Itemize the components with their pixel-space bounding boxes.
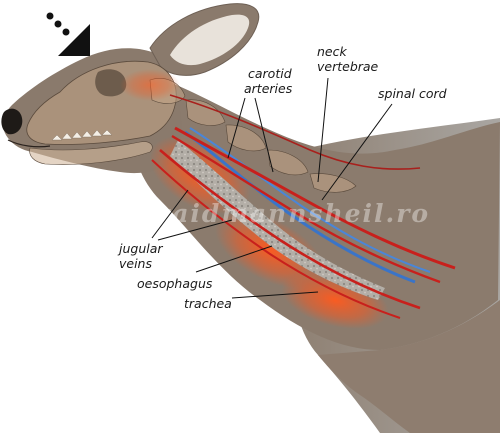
lower-jaw <box>29 141 153 165</box>
carotid-artery-1 <box>174 126 456 270</box>
eye-socket <box>95 69 127 97</box>
label-trachea: trachea <box>184 296 232 311</box>
oesophagus-tube <box>184 130 416 284</box>
inner-ear <box>170 14 250 66</box>
label-carotid: carotid <box>248 66 292 81</box>
label-spinal-cord: spinal cord <box>378 86 447 101</box>
label-jugular: jugular <box>117 241 163 256</box>
leader-lines <box>151 77 393 299</box>
neck <box>130 75 500 350</box>
label-neck: neck <box>317 44 347 59</box>
jugular-vein-2 <box>151 159 401 319</box>
mouth <box>7 139 51 148</box>
trachea-tube <box>170 140 385 300</box>
skull-glow <box>120 69 180 101</box>
chest-fur-edge <box>318 300 500 433</box>
nose <box>1 108 23 135</box>
jugular-glow-middle <box>215 211 325 289</box>
jugular-vein-1 <box>159 149 421 310</box>
arrow-down-right-icon <box>46 12 90 56</box>
label-veins: veins <box>119 256 152 271</box>
label-vertebrae: vertebrae <box>317 59 379 74</box>
carotid-artery-2 <box>171 134 441 284</box>
label-oesophagus: oesophagus <box>137 276 213 291</box>
label-arteries: arteries <box>244 81 293 96</box>
oesophagus-tube-upper <box>189 127 431 273</box>
watermark: www.waidmannsheil.ro <box>70 199 430 228</box>
spinal-cord-line <box>169 94 421 170</box>
teeth <box>51 129 113 141</box>
